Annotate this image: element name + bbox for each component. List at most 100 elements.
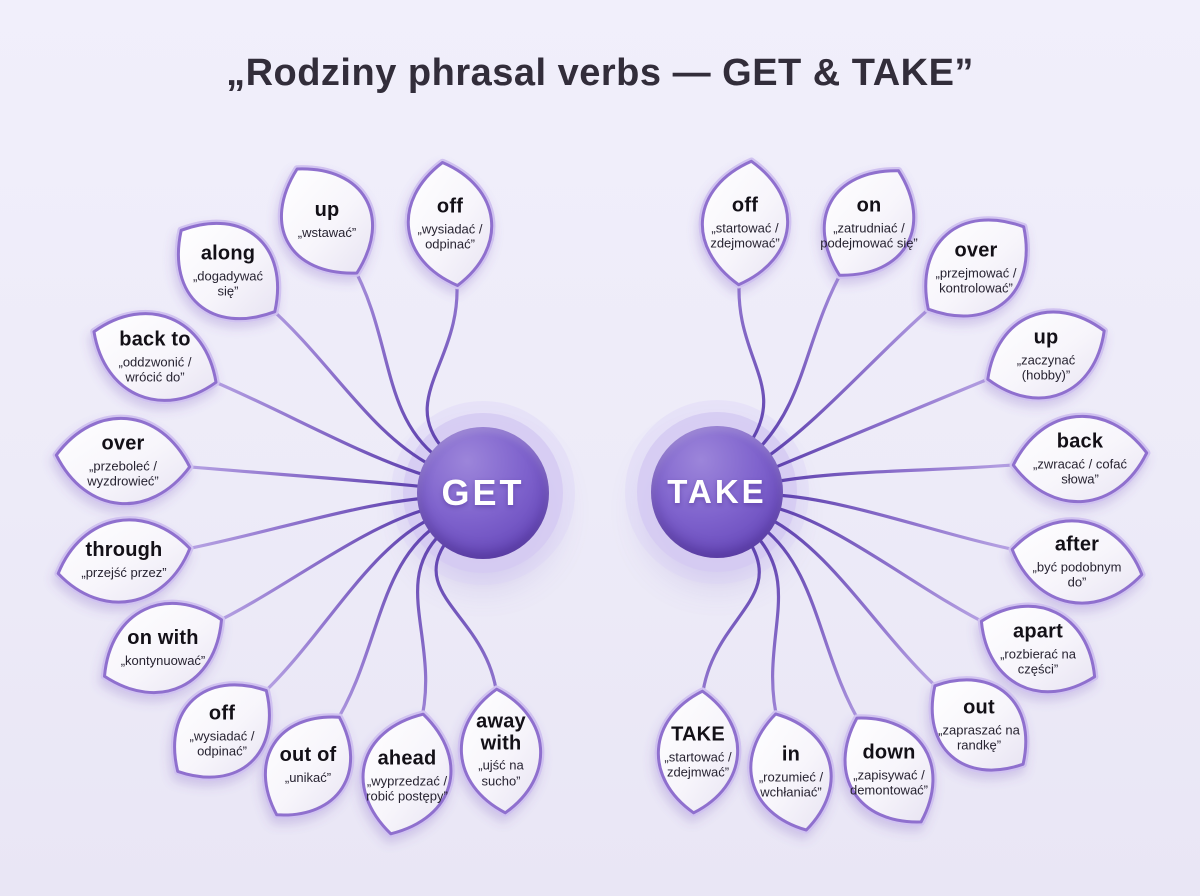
phrasal-particle: on [856, 194, 882, 217]
node-take-up: up„zaczynać (hobby)” [1003, 326, 1089, 383]
translation: „przejść przez” [81, 564, 167, 580]
leaf-shape [841, 714, 937, 826]
connector-line [208, 507, 429, 627]
node-get-away-with: away with„ujść na sucho” [461, 710, 541, 789]
phrasal-particle: down [862, 741, 916, 764]
phrasal-particle: away with [476, 710, 526, 755]
translation: „zapraszać na randkę” [938, 721, 1020, 753]
leaf-shape [100, 599, 226, 697]
phrasal-particle: off [731, 194, 759, 217]
connector-line [773, 493, 1027, 554]
connector-line [771, 505, 995, 629]
phrasal-particle: up [314, 199, 340, 222]
connector-line [772, 462, 1029, 484]
leaf-shape [698, 157, 792, 289]
phrasal-particle: ahead [377, 747, 437, 770]
translation: „kontynuować” [120, 652, 206, 668]
leaf-shape [984, 308, 1108, 402]
phrasal-particle: out of [279, 744, 337, 767]
translation: „ujść na sucho” [478, 757, 524, 789]
phrasal-particle: out [963, 696, 995, 719]
leaf-shape [747, 710, 835, 834]
phrasal-particle: TAKE [671, 723, 725, 746]
leaf-shape [1008, 517, 1146, 607]
leaf-shape [90, 310, 220, 404]
phrasal-particle: on with [127, 627, 199, 650]
connector-line [416, 531, 443, 728]
connector-line [767, 516, 946, 696]
phrasal-particle: through [85, 539, 163, 562]
connector-line [331, 524, 438, 729]
leaf-shape [977, 602, 1099, 696]
connector-line [737, 270, 766, 446]
connector-line [263, 302, 434, 468]
leaf-shape [922, 216, 1030, 320]
phrasal-particle: off [208, 702, 236, 725]
connector-line [762, 299, 940, 461]
node-get-out-of: out of „unikać” [268, 744, 348, 785]
get-hub-label: GET [441, 472, 525, 513]
translation: „wysiadać / odpinać” [189, 727, 255, 759]
node-take-back: back„zwracać / cofać słowa” [1030, 430, 1130, 487]
node-get-off-top: off„wysiadać / odpinać” [404, 195, 496, 252]
leaf-shape [404, 158, 496, 290]
connector-line [700, 539, 761, 705]
connector-line [255, 516, 433, 701]
connector-line [768, 372, 1002, 471]
node-get-through: through „przejść przez” [67, 539, 181, 580]
connector-line [425, 271, 459, 452]
node-take-down: down„zapisywać / demontować” [838, 741, 940, 798]
phrasal-particle: off [436, 195, 464, 218]
leaf-group [52, 157, 1151, 838]
phrasal-particle: over [954, 239, 998, 262]
phrasal-particle: back [1056, 430, 1104, 453]
leaf-shape [928, 676, 1030, 774]
node-get-on-with: on with „kontynuować” [107, 627, 219, 668]
leaf-shape [359, 710, 455, 838]
connector-line [754, 533, 781, 728]
translation: „zwracać / cofać słowa” [1033, 455, 1127, 487]
node-take-apart: apart„rozbierać na części” [993, 620, 1083, 677]
leaf-shape [261, 713, 355, 819]
leaf-shape [170, 681, 274, 781]
connector-group [174, 261, 1029, 731]
leaf-shape [54, 516, 194, 606]
phrasal-particle: up [1033, 326, 1059, 349]
page-title: „Rodziny phrasal verbs — GET & TAKE” [226, 52, 974, 94]
node-take-in: in„rozumieć / wchłaniać” [745, 743, 837, 800]
node-get-ahead: ahead„wyprzedzać / robić postępy” [361, 747, 453, 804]
translation: „przeboleć / wyzdrowieć” [87, 457, 159, 489]
translation: „być podobnym do” [1032, 558, 1122, 590]
leaf-shape [277, 165, 377, 277]
node-take-out: out„zapraszać na randkę” [933, 696, 1025, 753]
translation: „unikać” [284, 769, 332, 785]
get-hub: GET [417, 427, 549, 559]
phrasal-particle: over [101, 432, 145, 455]
node-get-along: along„dogadywać się” [185, 242, 271, 299]
leaf-shape [1009, 412, 1151, 506]
leaf-shape [174, 219, 282, 323]
node-take-off: off„startować / zdejmować” [697, 194, 793, 251]
take-hub: TAKE [651, 426, 783, 558]
leaf-shape [820, 167, 918, 279]
phrasal-particle: along [200, 242, 256, 265]
connector-line [202, 375, 430, 478]
translation: „wyprzedzać / robić postępy” [366, 772, 448, 804]
translation: „rozbierać na części” [1000, 645, 1076, 677]
node-take-on: on„zatrudniać / podejmować się” [819, 194, 919, 251]
translation: „zapisywać / demontować” [849, 766, 929, 798]
phrasal-particle: back to [119, 328, 191, 351]
leaf-shape [457, 685, 545, 817]
phrasal-particle: in [781, 743, 801, 766]
connector-line [174, 464, 427, 489]
translation: „przejmować / kontrolować” [935, 264, 1017, 296]
connector-line [755, 263, 847, 452]
phrasal-particle: after [1054, 533, 1100, 556]
phrasal-particle: apart [1013, 620, 1063, 643]
node-take-after: after„być podobnym do” [1031, 533, 1123, 590]
node-get-back-to: back to„oddzwonić / wrócić do” [105, 328, 205, 385]
node-get-off-low: off„wysiadać / odpinać” [177, 702, 267, 759]
translation: „wstawać” [297, 224, 357, 240]
take-hub-label: TAKE [667, 473, 767, 510]
